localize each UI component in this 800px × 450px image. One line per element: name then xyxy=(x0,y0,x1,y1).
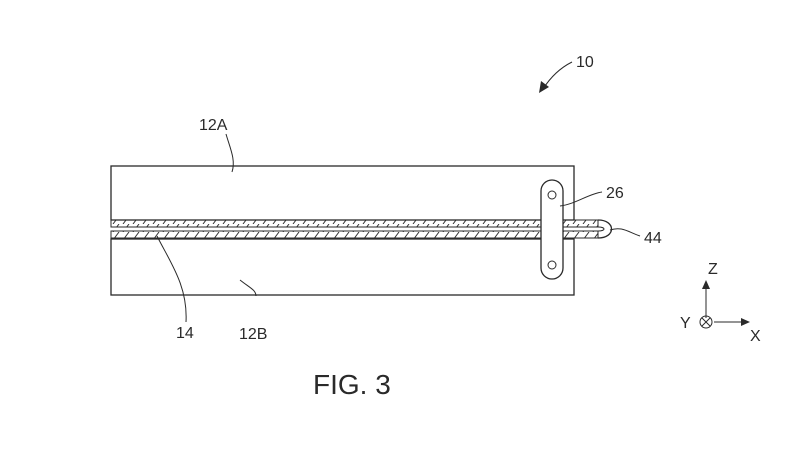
leader-44 xyxy=(609,228,641,237)
label-14: 14 xyxy=(176,325,194,342)
leader-12A xyxy=(225,133,234,173)
loop-end xyxy=(597,219,613,239)
axis-y-label: Y xyxy=(680,315,691,332)
label-44: 44 xyxy=(644,230,662,247)
leader-14 xyxy=(156,235,187,323)
label-12A: 12A xyxy=(199,117,228,134)
axis-indicator xyxy=(699,280,750,329)
leader-12B xyxy=(239,279,257,297)
figure-caption: FIG. 3 xyxy=(313,369,391,400)
axis-x-label: X xyxy=(750,328,761,345)
layer-14 xyxy=(110,219,599,239)
label-26: 26 xyxy=(606,185,624,202)
upper-block xyxy=(110,165,575,221)
leader-26 xyxy=(559,191,603,207)
label-10: 10 xyxy=(576,54,594,71)
assembly-arrow xyxy=(539,61,573,93)
label-12B: 12B xyxy=(239,326,267,343)
axis-z-label: Z xyxy=(708,261,718,278)
lower-block xyxy=(110,238,575,296)
clamp-26 xyxy=(540,179,564,280)
